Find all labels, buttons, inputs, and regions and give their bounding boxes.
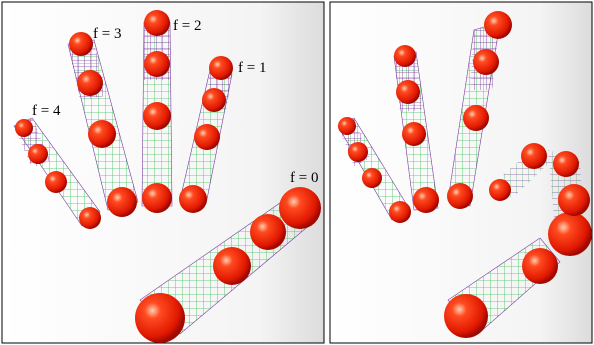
- joint-sphere: [396, 80, 420, 104]
- joint-sphere: [135, 293, 185, 343]
- joint-sphere: [69, 32, 93, 56]
- joint-sphere: [484, 11, 512, 39]
- label-f0: f = 0: [290, 170, 318, 186]
- joint-sphere: [144, 10, 170, 36]
- joint-sphere: [28, 144, 48, 164]
- joint-sphere: [389, 201, 411, 223]
- joint-sphere: [107, 187, 137, 217]
- joint-sphere: [88, 120, 116, 148]
- joint-sphere: [202, 88, 226, 112]
- joint-sphere: [463, 105, 489, 131]
- joint-sphere: [489, 179, 511, 201]
- joint-sphere: [15, 119, 33, 137]
- joint-sphere: [348, 142, 368, 162]
- joint-sphere: [394, 45, 416, 67]
- joint-sphere: [79, 207, 101, 229]
- joint-sphere: [473, 49, 499, 75]
- joint-sphere: [522, 248, 558, 284]
- joint-sphere: [447, 183, 473, 209]
- joint-sphere: [558, 184, 590, 216]
- joint-sphere: [362, 168, 382, 188]
- joint-sphere: [279, 187, 321, 229]
- joint-sphere: [209, 56, 233, 80]
- joint-sphere: [45, 171, 67, 193]
- joint-sphere: [77, 70, 103, 96]
- joint-sphere: [402, 122, 426, 146]
- label-f2: f = 2: [173, 18, 201, 34]
- left-panel: f = 0 f = 1 f = 2 f = 3 f = 4: [2, 2, 324, 343]
- finger-2: [142, 10, 172, 213]
- joint-sphere: [413, 187, 439, 213]
- joint-sphere: [338, 117, 356, 135]
- joint-sphere: [521, 143, 547, 169]
- joint-sphere: [179, 185, 207, 213]
- joint-sphere: [144, 51, 170, 77]
- label-f1: f = 1: [238, 60, 266, 76]
- label-f3: f = 3: [93, 26, 121, 42]
- joint-sphere: [548, 212, 592, 256]
- joint-sphere: [142, 183, 172, 213]
- label-f4: f = 4: [32, 103, 61, 119]
- right-panel: [330, 2, 592, 343]
- joint-sphere: [213, 247, 251, 285]
- joint-sphere: [444, 294, 488, 338]
- joint-sphere: [250, 214, 286, 250]
- joint-sphere: [143, 102, 171, 130]
- joint-sphere: [553, 151, 579, 177]
- joint-sphere: [194, 124, 220, 150]
